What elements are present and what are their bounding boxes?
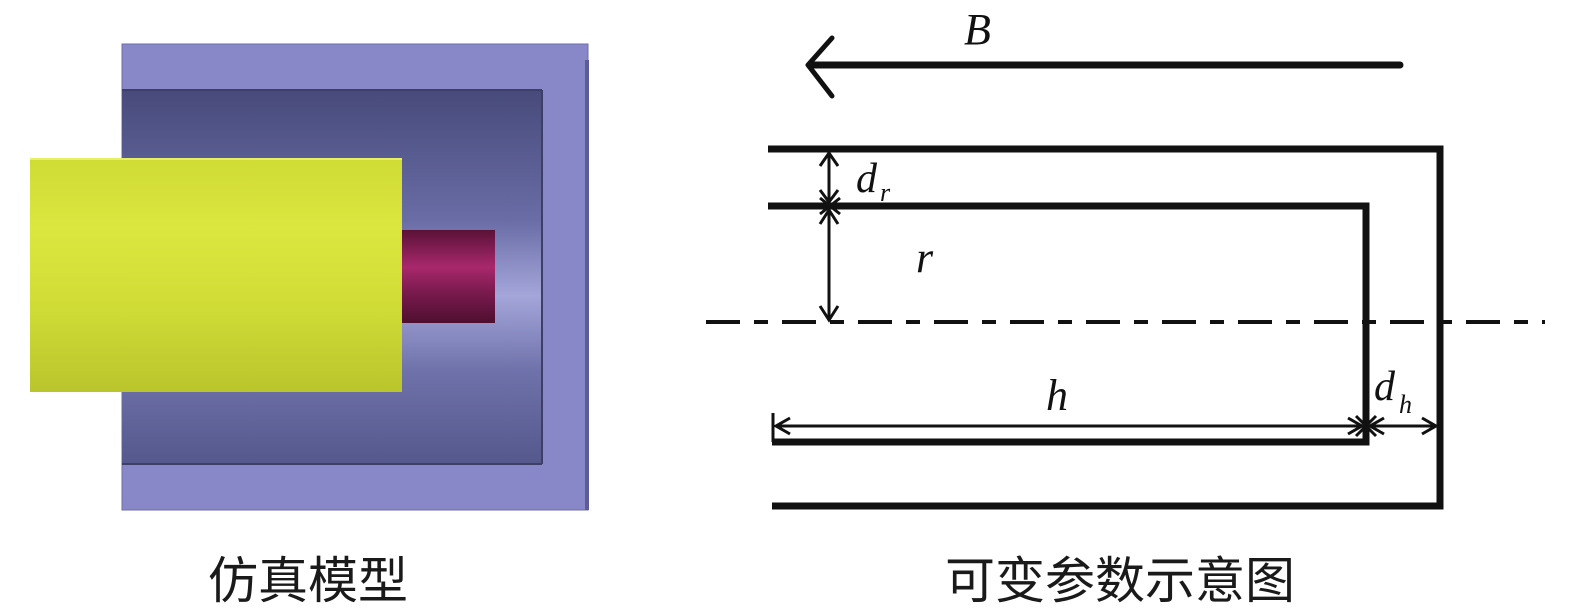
label-dr-sub: r (880, 178, 891, 207)
label-dr-base: d (856, 156, 878, 202)
label-b: B (964, 5, 991, 54)
outer-shell-outline (768, 145, 1444, 510)
yellow-cylinder (30, 158, 402, 392)
parameter-schematic (706, 35, 1545, 510)
h-dimension (771, 413, 1366, 442)
label-dh: d h (1374, 364, 1412, 419)
label-dh-base: d (1374, 364, 1396, 410)
outer-shell-edge (585, 60, 589, 510)
left-caption: 仿真模型 (208, 552, 408, 610)
label-h: h (1046, 371, 1068, 420)
r-dimension (818, 207, 840, 323)
label-dh-sub: h (1399, 390, 1412, 419)
b-field-arrow (805, 35, 1404, 99)
label-r: r (916, 233, 934, 282)
magenta-block (398, 230, 495, 323)
right-caption: 可变参数示意图 (945, 552, 1295, 610)
simulation-model (30, 43, 589, 511)
label-dr: d r (856, 156, 891, 207)
dh-dimension (1354, 414, 1440, 438)
dr-dimension (818, 150, 841, 216)
